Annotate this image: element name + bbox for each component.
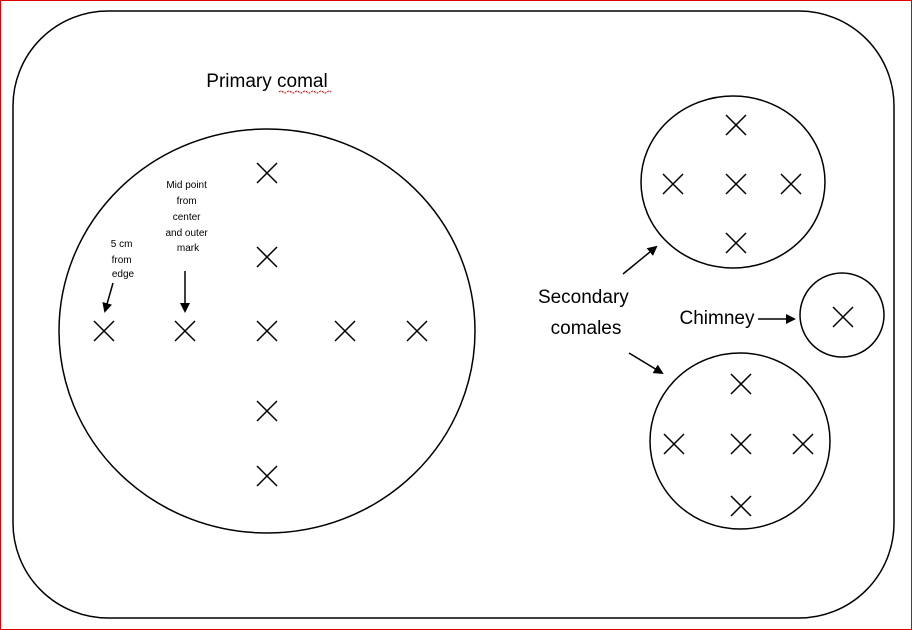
x-mark	[406, 320, 428, 342]
x-mark	[256, 162, 278, 184]
arrow-secondary-bottom	[628, 352, 664, 375]
x-mark	[174, 320, 196, 342]
arrow-five-cm	[102, 282, 114, 313]
x-mark	[256, 400, 278, 422]
arrow-secondary-top	[622, 245, 658, 275]
arrows	[102, 245, 796, 375]
mid-point-label: Mid point from center and outer mark	[165, 180, 210, 254]
chimney	[799, 272, 885, 358]
x-mark	[725, 173, 747, 195]
secondary-comal-top	[640, 95, 826, 269]
x-mark	[256, 465, 278, 487]
measurement-marks	[93, 114, 854, 517]
x-mark	[725, 114, 747, 136]
chimney-label: Chimney	[680, 308, 755, 329]
x-mark	[730, 433, 752, 455]
x-mark	[256, 246, 278, 268]
secondary-comal-bottom	[649, 352, 831, 530]
stove-outline	[12, 10, 895, 619]
x-mark	[780, 173, 802, 195]
primary-comal-label: Primary comal	[206, 71, 327, 92]
x-mark	[832, 306, 854, 328]
primary-comal	[58, 128, 476, 534]
x-mark	[662, 173, 684, 195]
x-mark	[663, 433, 685, 455]
spellcheck-underline	[278, 90, 332, 94]
x-mark	[725, 232, 747, 254]
x-mark	[334, 320, 356, 342]
x-mark	[792, 433, 814, 455]
secondary-comales-label: Secondary comales	[538, 287, 634, 339]
x-mark	[256, 320, 278, 342]
five-cm-label: 5 cm from edge	[111, 239, 135, 280]
x-mark	[730, 495, 752, 517]
x-mark	[730, 373, 752, 395]
x-mark	[93, 320, 115, 342]
